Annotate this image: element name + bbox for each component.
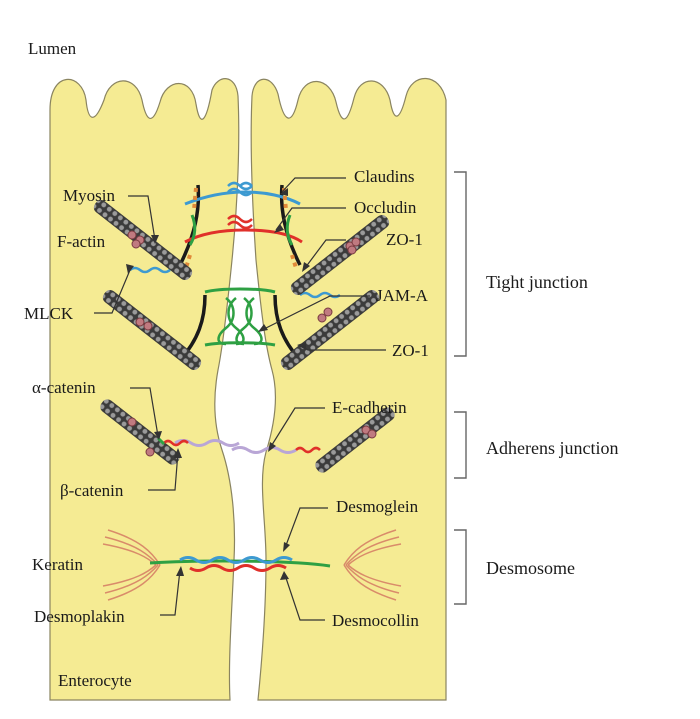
mlck-right (299, 291, 341, 299)
label-enterocyte: Enterocyte (58, 671, 132, 690)
arrowheads (126, 188, 310, 580)
label-beta-catenin: β-catenin (60, 481, 124, 500)
label-desmocollin: Desmocollin (332, 611, 419, 630)
beta-catenin-right (295, 446, 321, 454)
actin-filaments (93, 199, 395, 473)
label-f-actin: F-actin (57, 232, 106, 251)
group-label-tight-junction: Tight junction (486, 272, 588, 292)
leader-lines (94, 177, 386, 621)
group-label-desmosome: Desmosome (486, 558, 575, 578)
beta-catenin-left (163, 439, 189, 447)
label-jam-a: JAM-A (376, 286, 429, 305)
jam-a-loops (217, 297, 263, 346)
desmocollin-strand (189, 564, 287, 572)
keratin-right (343, 529, 402, 601)
label-desmoplakin: Desmoplakin (34, 607, 125, 626)
e-cadherin-right (231, 446, 297, 454)
myosin-heads (127, 230, 377, 457)
label-alpha-catenin: α-catenin (32, 378, 96, 397)
tj-right-membrane (279, 184, 302, 266)
label-occludin: Occludin (354, 198, 417, 217)
mlck-left (129, 266, 171, 274)
group-brackets (454, 171, 467, 605)
label-myosin: Myosin (63, 186, 115, 205)
label-claudins: Claudins (354, 167, 414, 186)
zo1-top-right (285, 214, 294, 246)
label-mlck: MLCK (24, 304, 74, 323)
label-zo1-bottom: ZO-1 (392, 341, 429, 360)
label-lumen: Lumen (28, 39, 77, 58)
group-label-adherens-junction: Adherens junction (486, 438, 618, 458)
right-enterocyte (250, 77, 447, 701)
label-keratin: Keratin (32, 555, 83, 574)
label-desmoglein: Desmoglein (336, 497, 419, 516)
desmoglein-strand (179, 556, 293, 564)
occludin-loops (227, 214, 253, 230)
label-zo1-top: ZO-1 (386, 230, 423, 249)
label-e-cadherin: E-cadherin (332, 398, 407, 417)
jam-a-strand-top (204, 287, 276, 294)
zo1-top-left (188, 214, 197, 246)
claudin-loops (227, 181, 253, 197)
